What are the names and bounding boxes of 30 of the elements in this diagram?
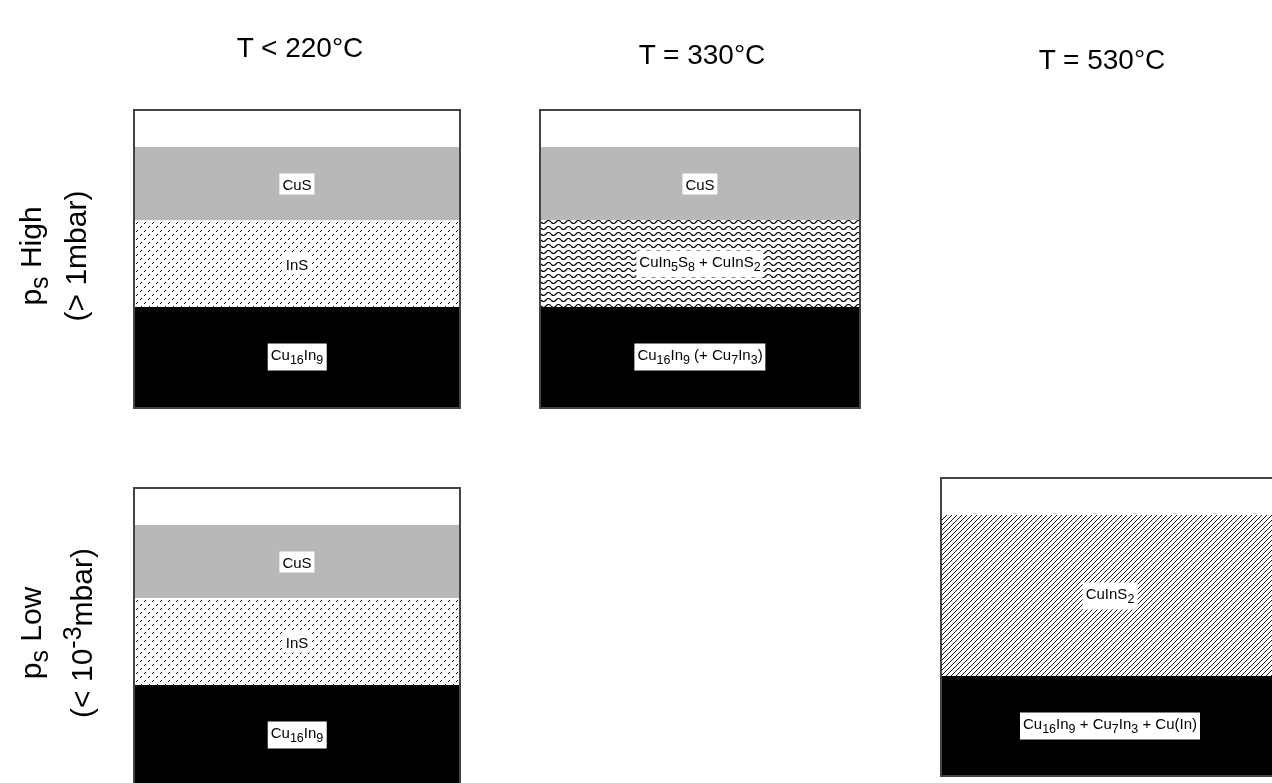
temperature-heading: T = 330°C — [638, 39, 766, 71]
layer-stack-panel — [133, 487, 461, 783]
material-layer — [135, 220, 459, 307]
material-layer — [541, 147, 859, 220]
material-layer — [135, 307, 459, 407]
material-layer — [135, 598, 459, 685]
material-layer — [135, 147, 459, 220]
layer-label: CuInS$_{2}$ — [1082, 582, 1138, 609]
layer-label: Cu$_{16}$In$_{9}$ (+ Cu$_{7}$In$_{3}$) — [634, 343, 766, 371]
layer-label: InS — [282, 631, 312, 652]
layer-label: CuIn$_{5}$S$_{8}$ + CuInS$_{2}$ — [636, 250, 764, 277]
material-layer — [942, 515, 1272, 676]
material-layer — [541, 220, 859, 307]
material-layer — [135, 685, 459, 783]
layer-stack-panel — [133, 109, 461, 409]
layer-label: CuS — [279, 173, 315, 194]
layer-label: Cu$_{16}$In$_{9}$ — [267, 721, 327, 749]
layer-stack-panel — [940, 477, 1272, 777]
material-layer — [942, 676, 1272, 775]
layer-label: InS — [282, 253, 312, 274]
layer-label: CuS — [279, 551, 315, 572]
material-layer — [541, 307, 859, 407]
layer-stack-panel — [539, 109, 861, 409]
pressure-label: (> 1mbar) — [59, 190, 93, 322]
temperature-heading: T = 530°C — [1038, 44, 1166, 76]
layer-label: Cu$_{16}$In$_{9}$ + Cu$_{7}$In$_{3}$ + Cu(In) — [1020, 712, 1200, 739]
material-layer — [135, 525, 459, 598]
temperature-heading: T < 220°C — [236, 32, 364, 64]
layer-label: CuS — [682, 173, 718, 194]
layer-label: Cu$_{16}$In$_{9}$ — [267, 343, 327, 371]
